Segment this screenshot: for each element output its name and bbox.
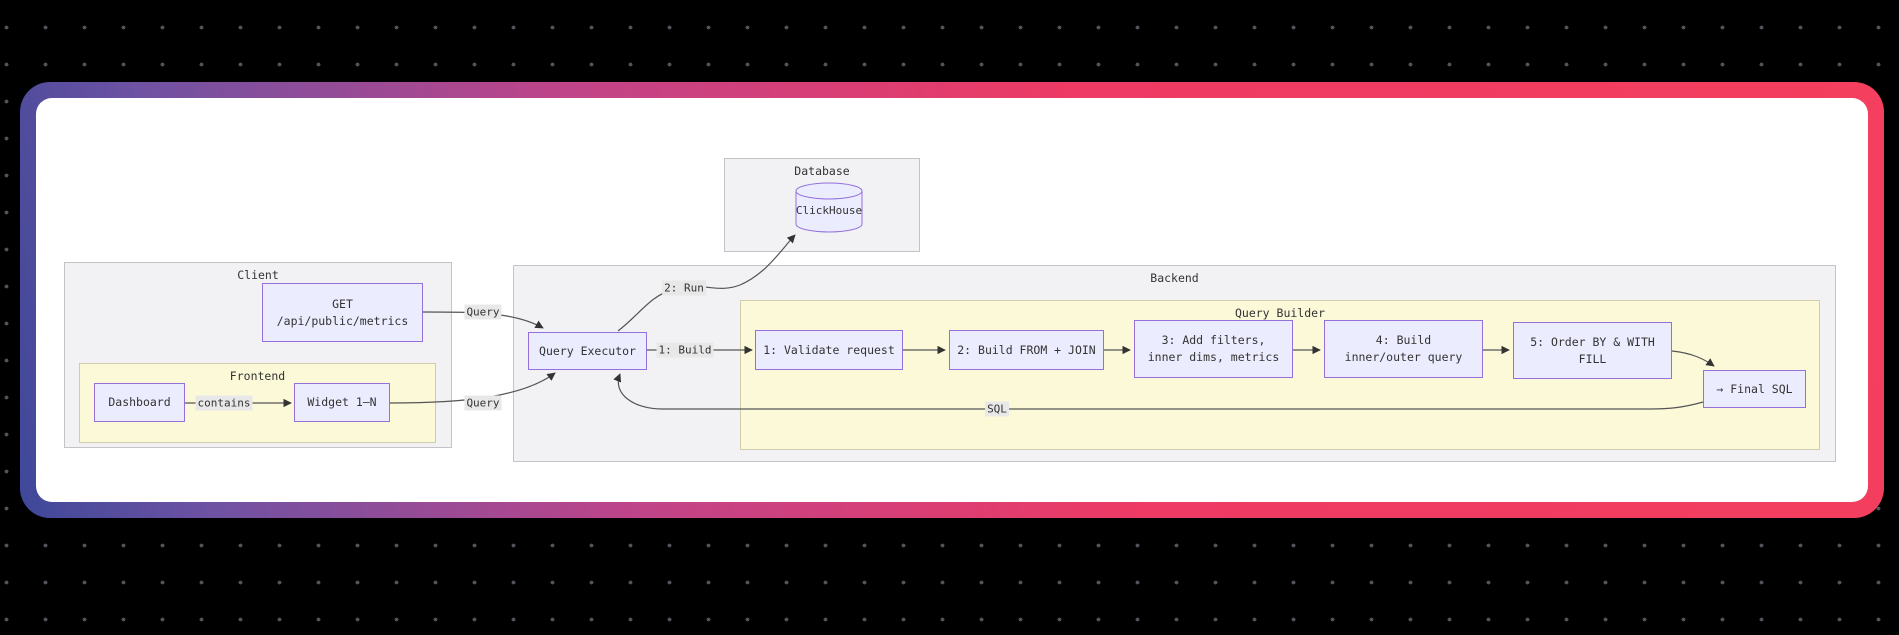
- diagram-canvas: [36, 98, 1868, 502]
- gradient-border-card: [20, 82, 1884, 518]
